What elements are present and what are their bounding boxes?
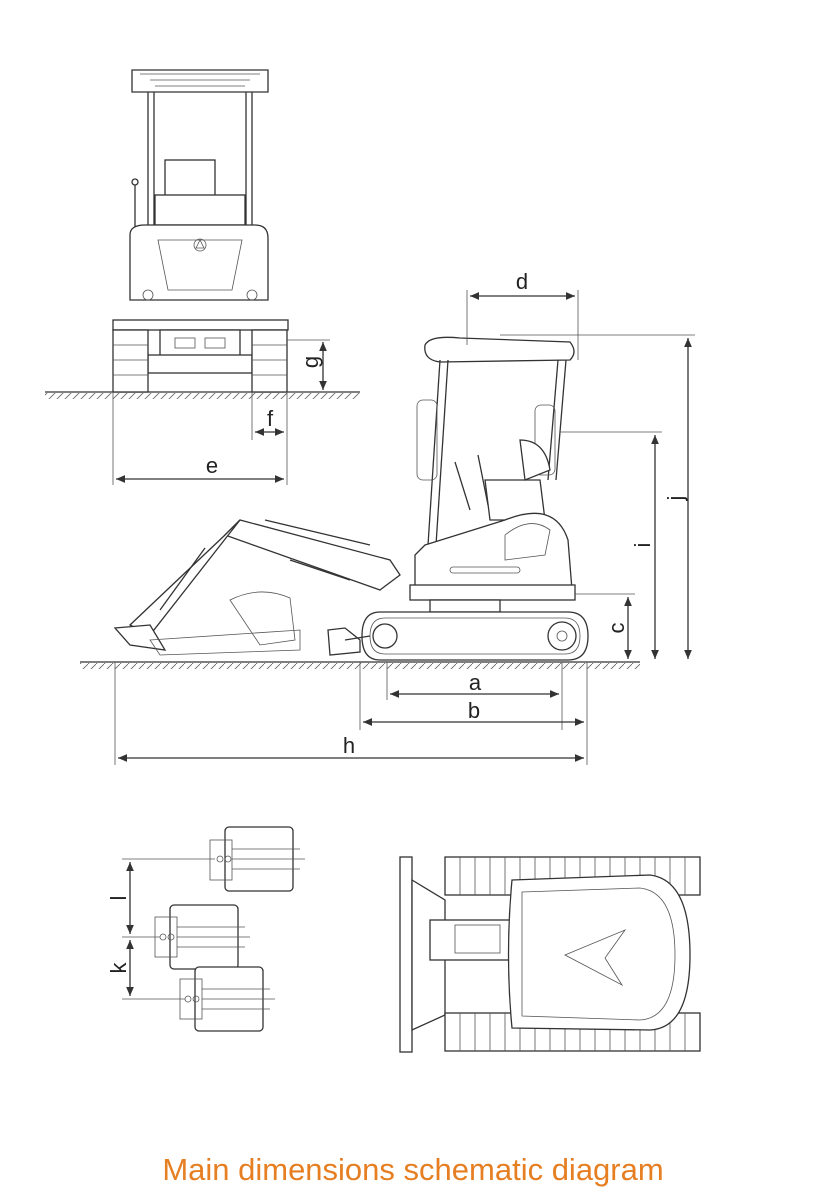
boom-swing-view [122,826,305,1032]
diagram-caption: Main dimensions schematic diagram [162,1152,664,1187]
dim-label-k: k [106,962,131,974]
side-dimensions: d j i c a b h [114,269,695,765]
dim-label-f: f [267,406,274,431]
dim-label-h: h [343,733,355,758]
top-view [399,856,701,1053]
front-view [45,69,360,399]
dim-label-j: j [663,496,688,502]
dim-label-l: l [106,896,131,901]
dim-label-d: d [516,269,528,294]
boom-swing-dimensions: l k [106,862,134,996]
front-dimensions: g f e [112,339,330,485]
dim-label-b: b [468,698,480,723]
side-view [80,336,640,669]
dim-label-c: c [604,623,629,634]
sany-logo-icon [564,929,627,987]
dim-label-e: e [206,453,218,478]
dim-label-g: g [298,356,323,368]
dim-label-i: i [630,543,655,548]
dim-label-a: a [469,670,482,695]
